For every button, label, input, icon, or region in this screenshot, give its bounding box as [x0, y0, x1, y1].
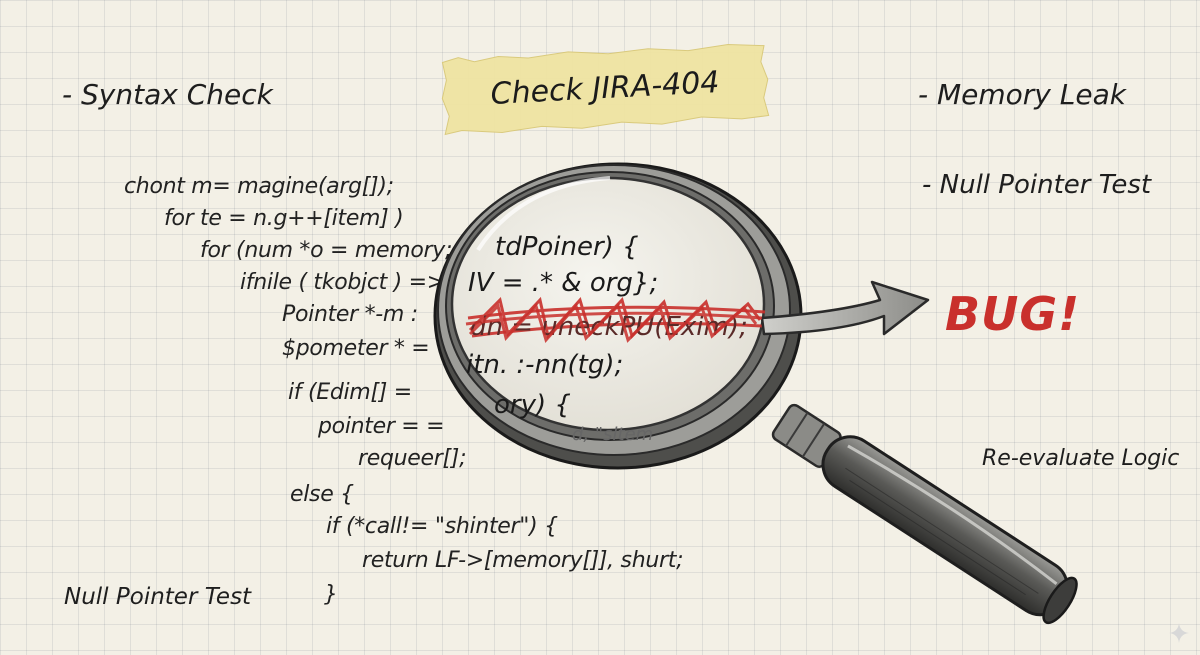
lens-line: tdPoiner) {	[495, 232, 639, 262]
arrow-right-icon	[760, 280, 930, 336]
magnifying-glass-icon	[433, 162, 1078, 625]
code-line: $pometer * =	[282, 336, 430, 361]
tape-label: Check JIRA-404	[438, 39, 772, 136]
code-line: chont m= magine(arg[]);	[124, 174, 394, 199]
lens-line: IV = .* & org};	[468, 268, 659, 298]
note-syntax-check: - Syntax Check	[62, 78, 273, 111]
bug-label: BUG!	[945, 287, 1081, 341]
tape-shape	[441, 44, 770, 136]
code-line: ifnile ( tkobjct ) =>	[240, 270, 445, 295]
note-null-pointer-test-right: - Null Pointer Test	[922, 170, 1152, 200]
code-line: if (*call!= "shinter") {	[326, 514, 558, 539]
note-null-pointer-test-left: Null Pointer Test	[64, 584, 252, 610]
code-line: for (num *o = memory;	[200, 238, 453, 263]
note-reevaluate-logic: Re-evaluate Logic	[982, 446, 1180, 471]
note-memory-leak: - Memory Leak	[918, 78, 1126, 111]
code-line: return LF->[memory[]], shurt;	[362, 548, 684, 573]
lens-line: itn. :-nn(tg);	[466, 350, 624, 380]
sparkle-icon	[1169, 623, 1189, 643]
lens-line-buggy: dn = uneckPU(Exim);	[470, 312, 748, 342]
code-line: if (Edim[] =	[288, 380, 412, 405]
code-line: }	[324, 582, 338, 607]
code-line: pointer = =	[318, 414, 445, 439]
code-line: else {	[290, 482, 354, 507]
lens-line: ory) {	[494, 390, 571, 420]
code-line: Pointer *-m :	[282, 302, 418, 327]
code-line: for te = n.g++[item] )	[164, 206, 404, 231]
lens-line: d, "sltem	[572, 424, 654, 445]
code-line: requeer[];	[358, 446, 467, 471]
